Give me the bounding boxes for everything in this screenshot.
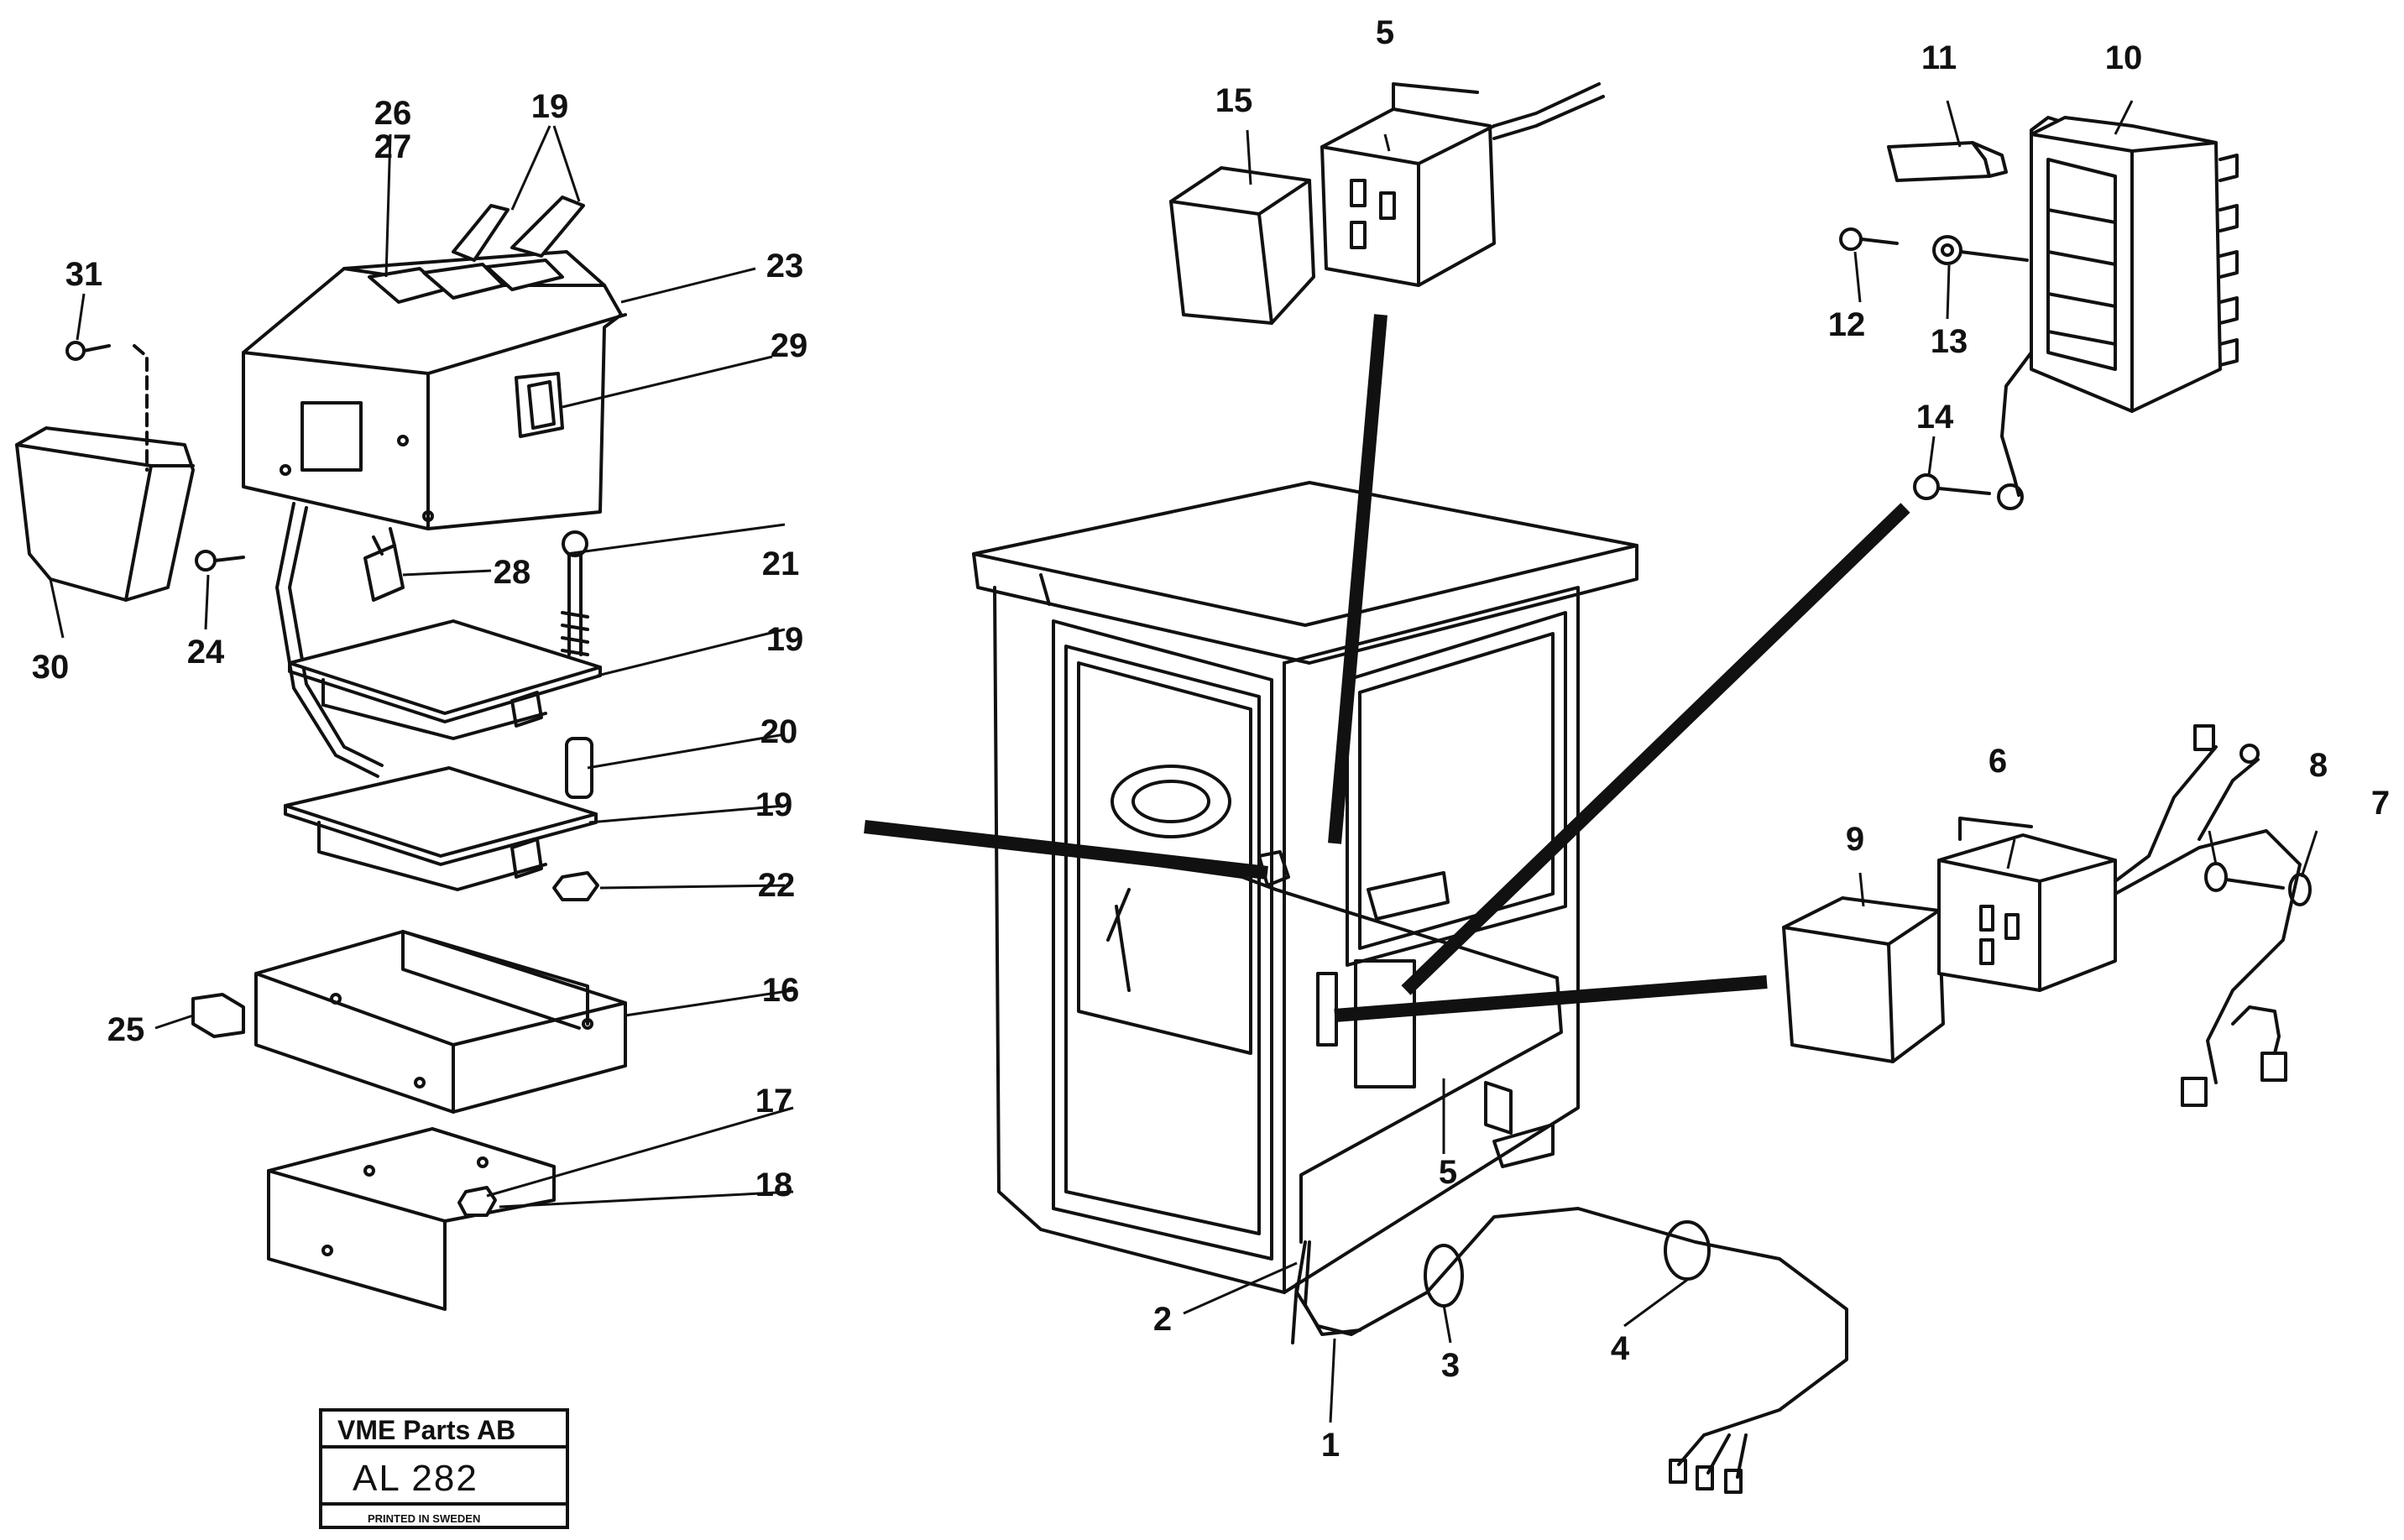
callout-23: 23	[766, 248, 804, 285]
callout-15: 15	[1215, 82, 1253, 119]
callout-6: 6	[1989, 743, 2007, 780]
callout-7: 7	[2371, 785, 2390, 822]
callout-30: 30	[32, 649, 70, 686]
fuse-box-assembly	[1839, 116, 2239, 510]
callout-29: 29	[771, 327, 808, 364]
callout-31: 31	[65, 256, 103, 293]
callout-5-top: 5	[1376, 14, 1394, 51]
callout-19-board-upper: 19	[766, 621, 804, 658]
callout-28: 28	[494, 554, 531, 591]
callout-5-cab: 5	[1439, 1154, 1457, 1191]
bracket-17	[267, 1127, 556, 1311]
switch-panel-assembly	[242, 196, 627, 778]
cab-illustration	[972, 481, 1638, 1336]
title-company: VME Parts AB	[322, 1412, 566, 1449]
callout-9: 9	[1846, 821, 1864, 858]
title-drawing-code: AL 282	[322, 1452, 566, 1506]
callout-19-board-lower: 19	[755, 786, 793, 823]
callout-11: 11	[1921, 39, 1957, 76]
callout-16: 16	[762, 972, 800, 1009]
cable-harness	[1291, 1207, 1848, 1494]
relay-9-assembly	[1782, 724, 2312, 1107]
circuit-boards	[284, 619, 602, 901]
callout-13: 13	[1931, 323, 1968, 360]
bracket-16	[191, 930, 627, 1114]
callout-18: 18	[755, 1167, 793, 1203]
callout-22: 22	[758, 867, 796, 904]
callout-1: 1	[1321, 1427, 1340, 1464]
callout-21: 21	[762, 546, 800, 582]
callout-19-switches: 19	[531, 88, 569, 125]
callout-8: 8	[2309, 747, 2328, 784]
callout-24: 24	[187, 634, 225, 671]
callout-20: 20	[760, 713, 798, 750]
callout-numbers: 1 2 3 4 5 5 6 7 8 9 10 11 12 13 14 15 16…	[32, 14, 2390, 1464]
callout-25: 25	[107, 1011, 145, 1048]
leader-lines	[49, 100, 2318, 1423]
callout-12: 12	[1828, 306, 1866, 343]
callout-4: 4	[1611, 1330, 1630, 1367]
callout-17: 17	[755, 1083, 793, 1120]
callout-10: 10	[2105, 39, 2143, 76]
pointer-lines	[864, 314, 1910, 1022]
title-printed-note: PRINTED IN SWEDEN	[368, 1512, 481, 1525]
callout-27: 27	[374, 128, 412, 165]
callout-3: 3	[1441, 1347, 1460, 1384]
callout-14: 14	[1916, 399, 1954, 436]
title-block: VME Parts AB AL 282 PRINTED IN SWEDEN	[319, 1408, 569, 1529]
callout-2: 2	[1153, 1301, 1172, 1338]
callout-26: 26	[374, 95, 412, 132]
relay-15-assembly	[1169, 82, 1605, 325]
cover-30	[15, 341, 245, 602]
